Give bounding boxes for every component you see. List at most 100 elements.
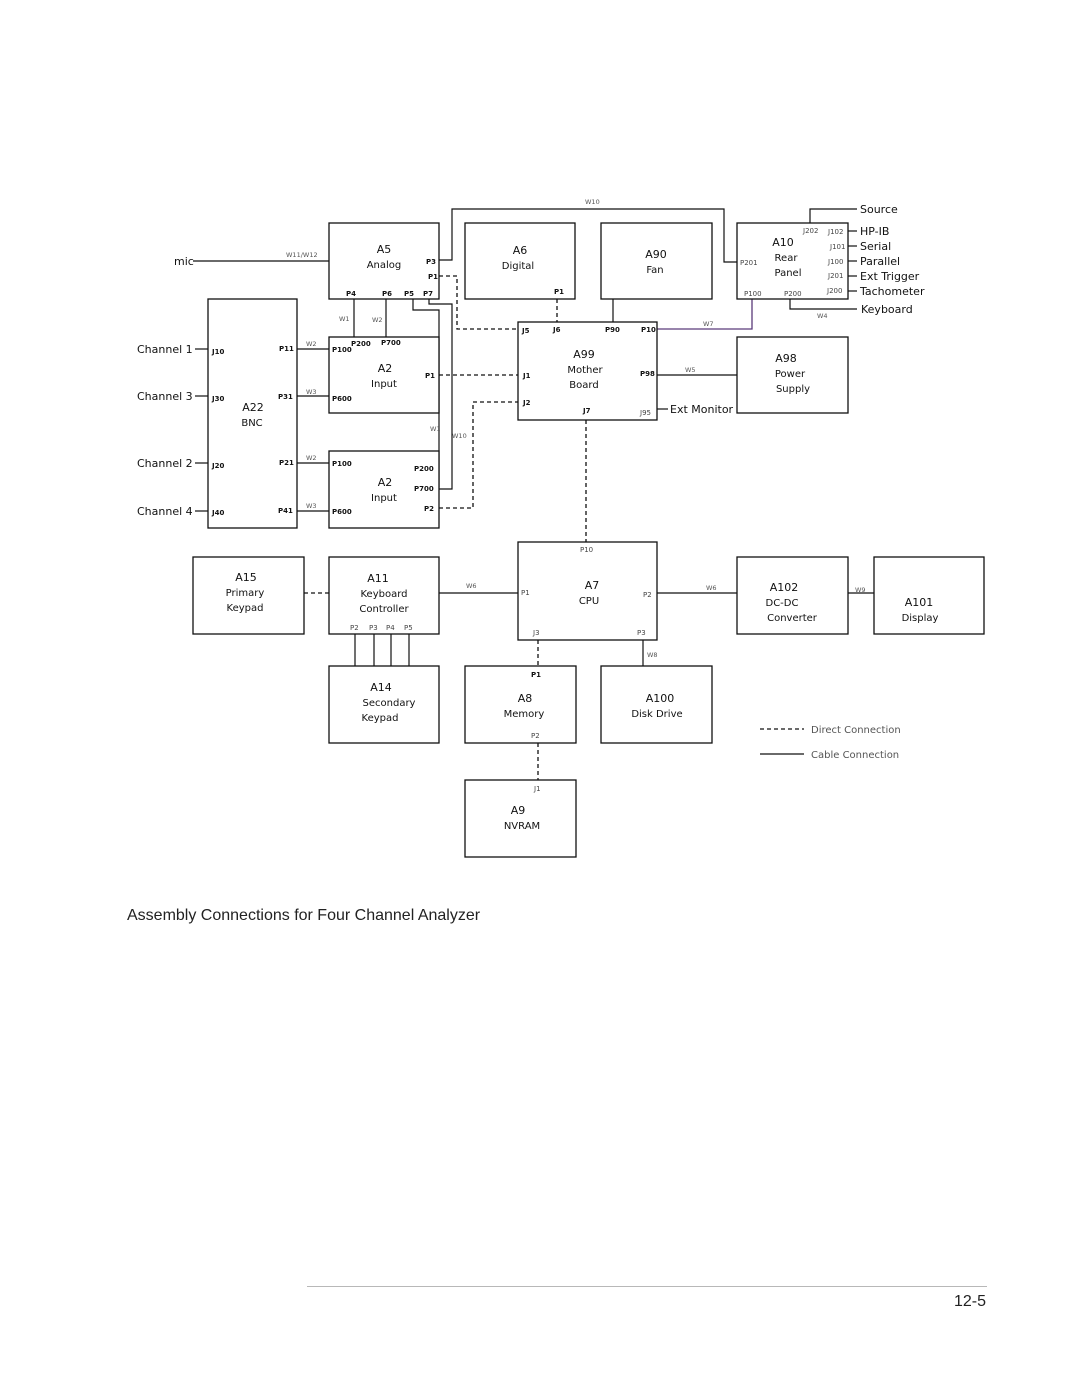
block-a11: A11 Keyboard Controller P2 P3 P4 P5 xyxy=(328,556,440,635)
connector-label: P2 xyxy=(350,624,359,632)
wire-label: W6 xyxy=(706,584,717,592)
block-id: A6 xyxy=(513,244,528,257)
channel-1-label: Channel 1 xyxy=(137,343,193,356)
mic-label: mic xyxy=(174,255,194,268)
block-a99: A99 Mother Board J5 J6 P90 P10 J1 P98 J2… xyxy=(517,321,658,421)
block-label: Panel xyxy=(775,268,802,279)
block-label: Input xyxy=(371,379,397,390)
wire-label: W2 xyxy=(306,454,317,462)
hpib-label: HP-IB xyxy=(860,225,889,238)
block-label: Memory xyxy=(504,709,545,720)
block-label: Mother xyxy=(567,365,603,376)
connector-label: P200 xyxy=(784,290,802,298)
block-label: NVRAM xyxy=(504,821,540,832)
block-a90: A90 Fan xyxy=(600,222,713,300)
block-a14: A14 Secondary Keypad xyxy=(328,665,440,744)
block-a6: A6 Digital P1 xyxy=(464,222,576,300)
connector-label: P600 xyxy=(332,395,352,403)
block-id: A2 xyxy=(378,362,393,375)
connector-label: J1 xyxy=(533,785,541,793)
connector-label: P2 xyxy=(643,591,652,599)
connector-label: P200 xyxy=(414,465,434,473)
block-a98: A98 Power Supply xyxy=(736,336,849,414)
connector-label: P5 xyxy=(404,624,413,632)
channel-4-label: Channel 4 xyxy=(137,505,193,518)
figure-caption: Assembly Connections for Four Channel An… xyxy=(127,907,481,924)
connector-label: J10 xyxy=(211,348,224,356)
cable-w10-top xyxy=(439,208,737,263)
connector-label: J101 xyxy=(829,243,845,251)
connector-label: J3 xyxy=(532,629,540,637)
wire-label: W3 xyxy=(306,502,317,510)
wire-label: W6 xyxy=(466,582,477,590)
source-label: Source xyxy=(860,203,898,216)
block-a2-upper: A2 Input P100 P200 P700 P1 P600 xyxy=(328,336,440,414)
serial-label: Serial xyxy=(860,240,891,253)
connector-label: P3 xyxy=(637,629,646,637)
connector-label: P1 xyxy=(521,589,530,597)
connector-label: P90 xyxy=(605,326,620,334)
connector-label: P4 xyxy=(386,624,395,632)
connector-label: P10 xyxy=(641,326,656,334)
connector-label: P100 xyxy=(744,290,762,298)
connector-label: P100 xyxy=(332,460,352,468)
connector-label: P7 xyxy=(423,290,433,298)
block-a5: A5 Analog P3 P1 P4 P6 P5 P7 xyxy=(328,222,440,300)
cable-w4 xyxy=(789,299,857,310)
block-label: Converter xyxy=(767,613,818,624)
block-label: Supply xyxy=(776,384,810,395)
connector-label: J202 xyxy=(802,227,818,235)
block-label: Analog xyxy=(367,260,402,271)
block-label: Secondary xyxy=(363,698,416,709)
block-label: Input xyxy=(371,493,397,504)
cable-w7 xyxy=(657,299,753,330)
block-label: DC-DC xyxy=(766,598,799,609)
cable-source xyxy=(809,208,857,223)
connector-label: J2 xyxy=(522,399,531,407)
wire-label: W9 xyxy=(855,586,866,594)
block-a100: A100 Disk Drive xyxy=(600,665,713,744)
wire-label: W5 xyxy=(685,366,696,374)
block-label: BNC xyxy=(241,418,262,429)
block-id: A98 xyxy=(775,352,797,365)
connector-label: J201 xyxy=(827,272,843,280)
connector-label: P700 xyxy=(381,339,401,347)
wire-label: W11/W12 xyxy=(286,251,318,259)
connector-label: J102 xyxy=(827,228,843,236)
wire-label: W4 xyxy=(817,312,828,320)
channel-3-label: Channel 3 xyxy=(137,390,193,403)
block-id: A8 xyxy=(518,692,533,705)
block-a7: A7 CPU P10 P1 P2 J3 P3 xyxy=(517,541,658,641)
footer-rule xyxy=(307,1286,987,1287)
connector-label: P11 xyxy=(279,345,294,353)
block-label: Digital xyxy=(502,261,534,272)
block-id: A5 xyxy=(377,243,392,256)
page-number: 12-5 xyxy=(953,1293,986,1310)
block-id: A7 xyxy=(585,579,600,592)
block-label: Controller xyxy=(359,604,409,615)
block-label: Board xyxy=(569,380,598,391)
connector-label: P600 xyxy=(332,508,352,516)
connector-label: P2 xyxy=(531,732,540,740)
connector-label: J40 xyxy=(211,509,224,517)
parallel-label: Parallel xyxy=(860,255,900,268)
wire-label: W7 xyxy=(703,320,714,328)
block-label: Power xyxy=(775,369,806,380)
connector-label: J20 xyxy=(211,462,224,470)
connector-label: J1 xyxy=(522,372,531,380)
block-label: Keypad xyxy=(362,713,399,724)
block-id: A9 xyxy=(511,804,526,817)
connector-label: J100 xyxy=(827,258,843,266)
connector-label: P31 xyxy=(278,393,293,401)
block-label: Keyboard xyxy=(360,589,407,600)
direct-a5-a99 xyxy=(439,275,518,330)
block-id: A90 xyxy=(645,248,667,261)
connector-label: P1 xyxy=(554,288,564,296)
connector-label: P98 xyxy=(640,370,655,378)
connector-label: P5 xyxy=(404,290,414,298)
block-label: Primary xyxy=(226,588,265,599)
block-id: A102 xyxy=(770,581,799,594)
wire-labels: W10 W11/W12 W1 W2 W2 W3 W2 W3 W1 W10 W7 … xyxy=(286,198,866,659)
connector-label: P4 xyxy=(346,290,356,298)
